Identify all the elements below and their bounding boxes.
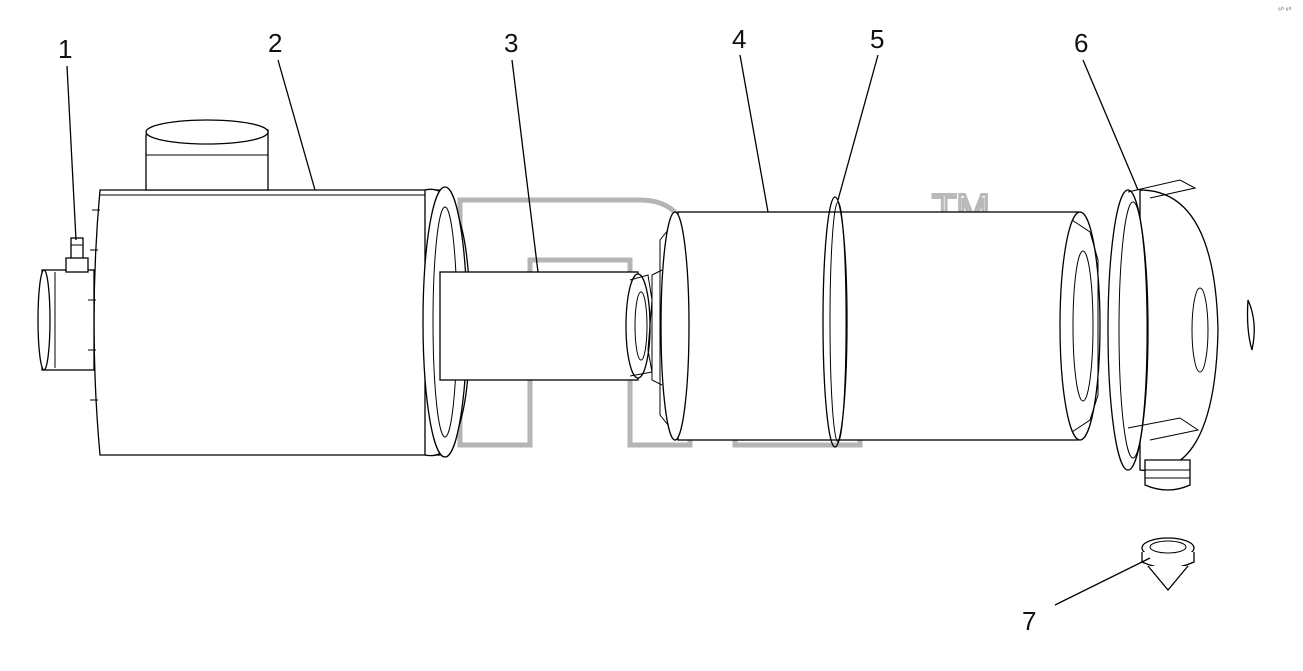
leader-lines	[66, 54, 1151, 606]
callout-5: 5	[870, 24, 884, 54]
ring-seal-part	[822, 196, 848, 448]
callout-6: 6	[1074, 28, 1088, 58]
callout-4: 4	[732, 24, 746, 54]
dust-valve-cone-part	[1141, 537, 1195, 592]
callout-2: 2	[268, 28, 282, 58]
end-cover-part	[1107, 179, 1219, 491]
main-filter-element-part	[651, 211, 1101, 441]
callout-3: 3	[504, 28, 518, 58]
sheet-mark: ⁶⁰ ⁶⁰	[1278, 6, 1292, 14]
inner-filter-element-part	[439, 271, 653, 381]
callout-1: 1	[58, 34, 72, 64]
housing-part	[37, 119, 471, 458]
valve-part	[65, 237, 89, 273]
callout-labels: 1 2 3 4 5 6 7	[58, 24, 1088, 636]
cover-fitting-part	[1246, 299, 1255, 351]
callout-7: 7	[1022, 606, 1036, 636]
